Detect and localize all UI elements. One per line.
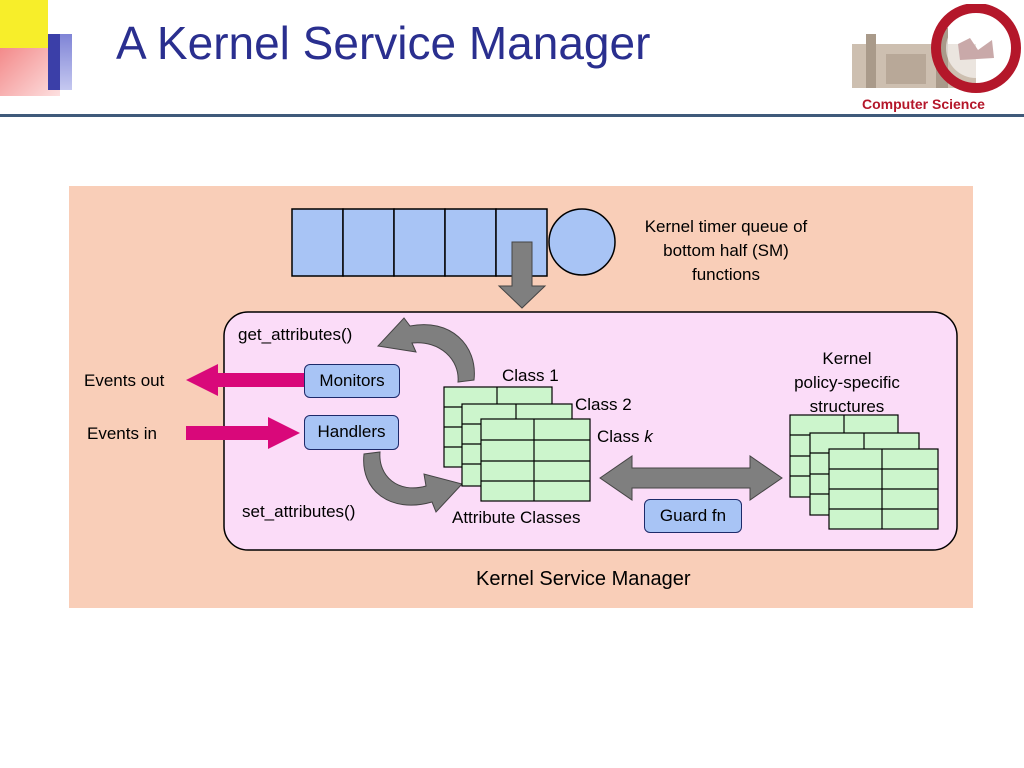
set-attributes-curve — [363, 451, 463, 513]
events-in-arrow — [186, 417, 300, 449]
attribute-classes-label: Attribute Classes — [452, 508, 581, 527]
university-logo — [846, 3, 1024, 96]
handlers-box: Handlers — [304, 415, 399, 450]
class2-label: Class 2 — [575, 395, 632, 414]
classk-label: Class k — [597, 427, 653, 446]
header-rule — [0, 114, 1024, 117]
set-attributes-label: set_attributes() — [242, 502, 356, 521]
events-in-label: Events in — [87, 424, 157, 443]
events-out-label: Events out — [84, 371, 165, 390]
department-label: Computer Science — [862, 96, 985, 112]
queue-down-arrow — [497, 241, 547, 309]
guard-double-arrow — [599, 455, 783, 501]
timer-queue — [291, 208, 616, 277]
page-title: A Kernel Service Manager — [116, 17, 651, 69]
events-out-arrow — [186, 364, 304, 396]
get-attributes-label: get_attributes() — [238, 325, 353, 344]
classk-table — [480, 418, 591, 502]
monitors-box: Monitors — [304, 364, 400, 398]
policy-table-3 — [828, 448, 939, 530]
guard-fn-box: Guard fn — [644, 499, 742, 533]
kernel-structures-label: Kernel policy-specific structures — [794, 349, 900, 416]
timer-queue-label: Kernel timer queue of bottom half (SM) f… — [644, 217, 808, 284]
get-attributes-curve — [376, 317, 475, 383]
class1-label: Class 1 — [502, 366, 559, 385]
manager-label: Kernel Service Manager — [476, 568, 691, 590]
